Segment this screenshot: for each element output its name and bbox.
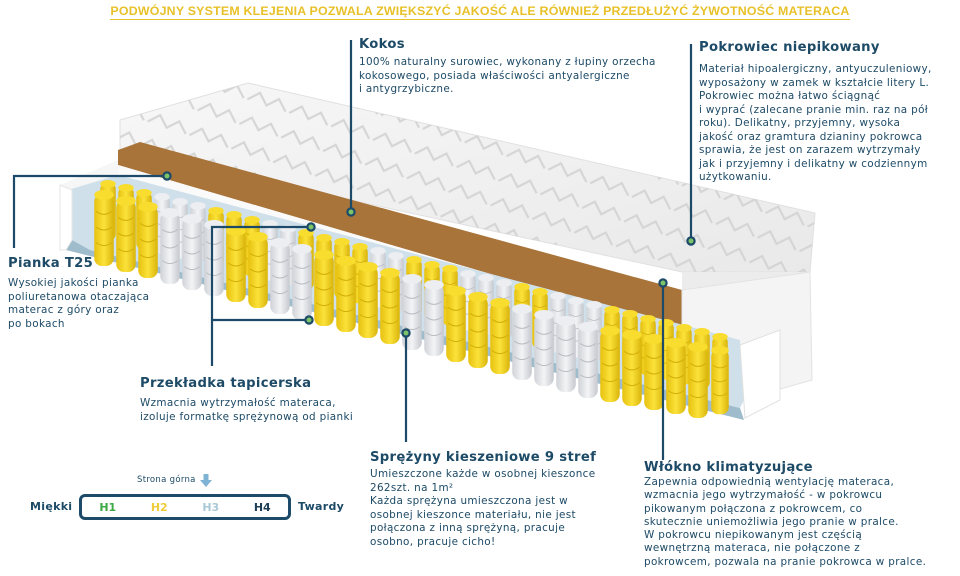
firmness-h2: H2 xyxy=(150,500,168,514)
callout-pokrowiec: Pokrowiec niepikowany Materiał hipoalerg… xyxy=(699,40,960,185)
callout-title: Pianka T25 xyxy=(8,256,94,271)
callout-text: Zapewnia odpowiednią wentylację materaca… xyxy=(644,476,927,568)
callout-text: Materiał hipoalergiczny, antyuczuleniowy… xyxy=(699,63,932,183)
arrow-down-icon xyxy=(200,474,212,487)
headline-banner: PODWÓJNY SYSTEM KLEJENIA POZWALA ZWIĘKSZ… xyxy=(110,4,850,20)
callout-przekladka: Przekładka tapicerska Wzmacnia wytrzymał… xyxy=(140,376,400,424)
firmness-h4: H4 xyxy=(253,500,271,514)
callout-title: Włókno klimatyzujące xyxy=(644,460,813,475)
scale-label-hard: Twardy xyxy=(298,500,345,513)
callout-pianka: Pianka T25 Wysokiej jakości pianka poliu… xyxy=(8,256,188,331)
firmness-h3: H3 xyxy=(202,500,220,514)
callout-title: Sprężyny kieszeniowe 9 stref xyxy=(370,450,597,465)
scale-label-soft: Miękki xyxy=(30,500,73,513)
callout-text: 100% naturalny surowiec, wykonany z łupi… xyxy=(359,56,656,95)
leader-lines xyxy=(12,40,693,460)
callout-title: Przekładka tapicerska xyxy=(140,376,312,391)
callout-kokos: Kokos 100% naturalny surowiec, wykonany … xyxy=(359,37,689,97)
callout-text: Umieszczone każde w osobnej kieszonce 26… xyxy=(370,468,596,548)
callout-title: Pokrowiec niepikowany xyxy=(699,40,880,55)
callout-sprezyny: Sprężyny kieszeniowe 9 stref Umieszczone… xyxy=(370,450,640,549)
top-side-label: Strona górna xyxy=(137,475,196,485)
callout-text: Wzmacnia wytrzymałość materaca, izoluje … xyxy=(140,397,354,423)
coconut-layer xyxy=(118,142,682,330)
firmness-h1: H1 xyxy=(99,500,117,514)
firmness-scale: H1 H2 H3 H4 xyxy=(79,494,291,520)
callout-dots xyxy=(162,171,696,338)
callout-title: Kokos xyxy=(359,37,405,52)
callout-wlokno: Włókno klimatyzujące Zapewnia odpowiedni… xyxy=(644,460,960,569)
callout-text: Wysokiej jakości pianka poliuretanowa ot… xyxy=(8,277,150,330)
